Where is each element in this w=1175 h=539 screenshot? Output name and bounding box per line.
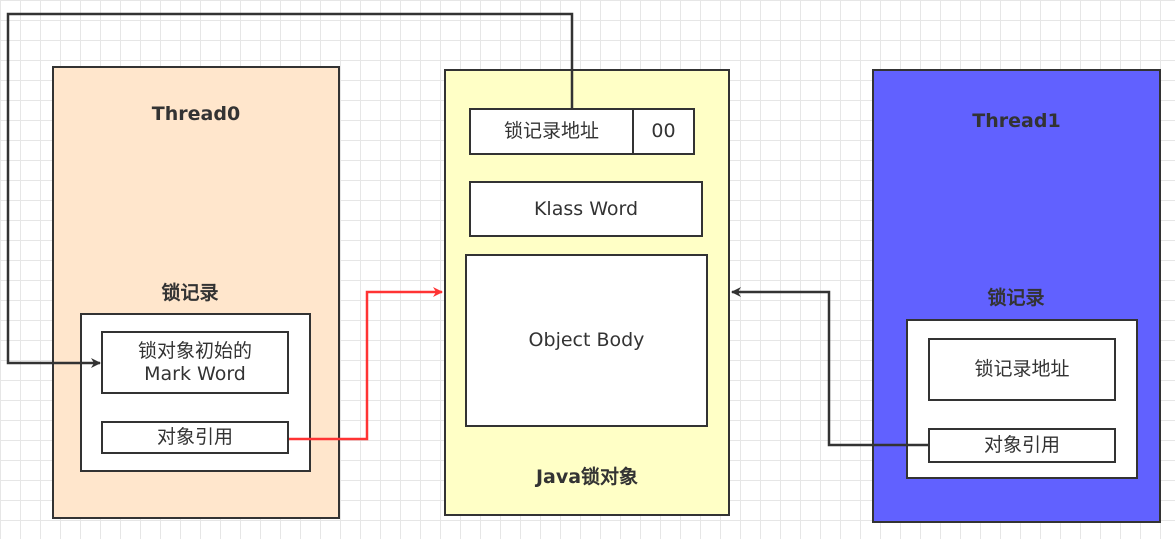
java-object-lock-record-address-cell: 锁记录地址 [469,108,634,155]
java-object-body-cell: Object Body [465,254,708,427]
thread0-mark-word-cell: 锁对象初始的 Mark Word [101,331,289,394]
connector-lock-address-to-mark-word [6,12,574,368]
thread1-lock-record-title: 锁记录 [987,287,1045,309]
connector-thread1-object-ref [731,287,928,447]
connector-thread0-object-ref [289,287,443,441]
thread1-title: Thread1 [972,110,1061,132]
thread0-object-ref-cell: 对象引用 [101,421,289,454]
thread1-object-ref-cell: 对象引用 [928,428,1116,463]
thread0-title: Thread0 [151,103,241,125]
java-object-lock-bits-cell: 00 [632,108,695,155]
java-object-title: Java锁对象 [535,466,639,488]
thread0-mark-word-line1: 锁对象初始的 [137,339,252,362]
thread0-mark-word-line2: Mark Word [144,362,246,385]
java-object-klass-word-cell: Klass Word [469,181,703,237]
thread1-lock-record-address-cell: 锁记录地址 [928,338,1116,401]
thread0-lock-record-title: 锁记录 [161,282,219,304]
